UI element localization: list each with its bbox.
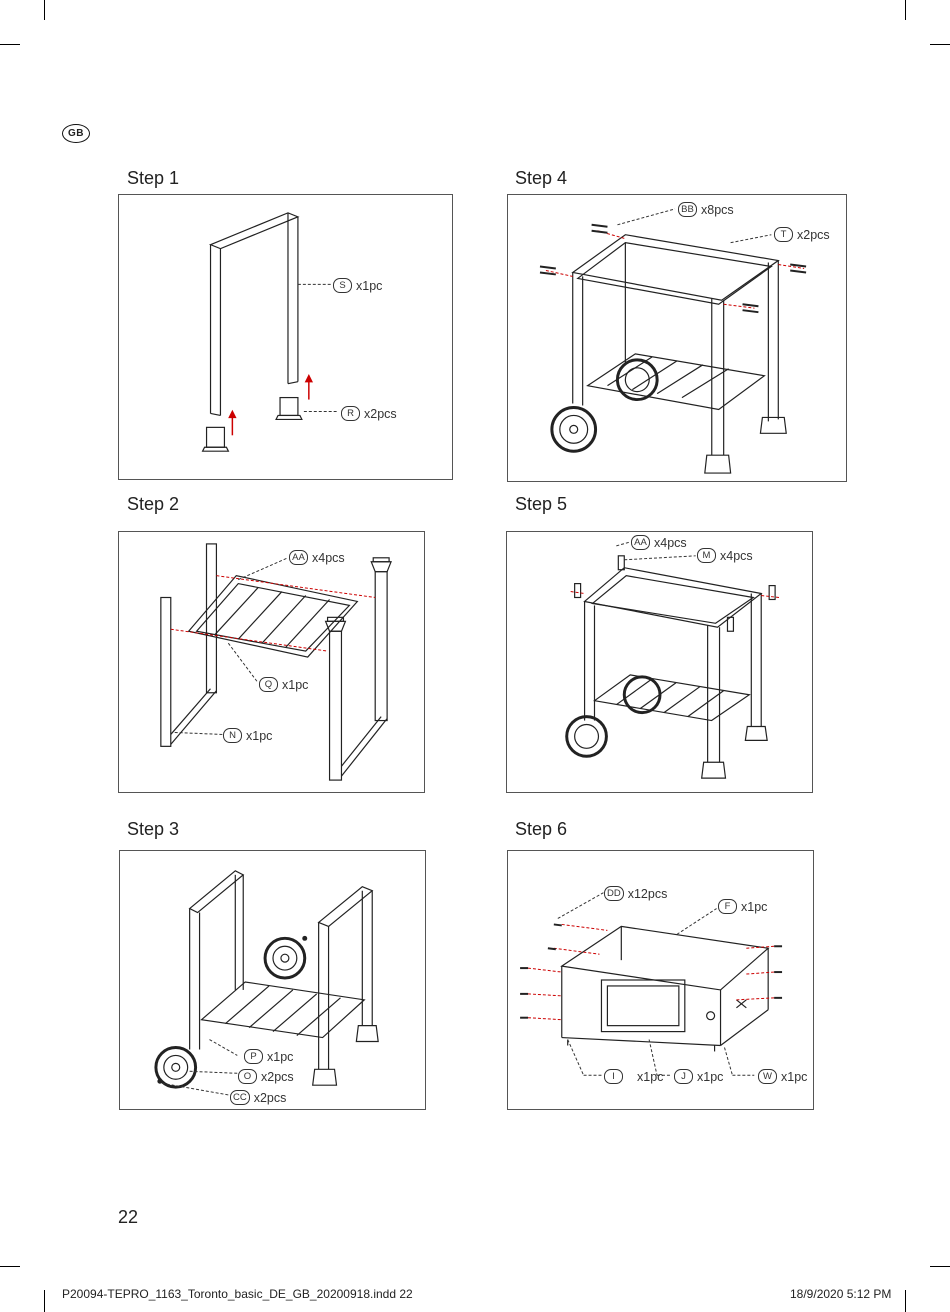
part-qty: x2pcs — [797, 227, 830, 242]
part-tag: F — [718, 899, 737, 914]
step-3-drawing — [154, 870, 379, 1096]
part-qty: x4pcs — [720, 548, 753, 563]
part-tag: S — [333, 278, 352, 293]
part-qty: x2pcs — [253, 1090, 287, 1105]
crop-mark — [0, 1266, 20, 1267]
step-4-illustration: BB x8pcs T x2pcs — [507, 194, 847, 482]
part-qty: x12pcs — [627, 886, 668, 901]
callout-f: F x1pc — [718, 899, 767, 914]
footer-file-name: P20094-TEPRO_1163_Toronto_basic_DE_GB_20… — [62, 1287, 413, 1301]
callout-o: O x2pcs — [238, 1069, 294, 1084]
step-3-title: Step 3 — [127, 819, 180, 839]
callout-p: P x1pc — [244, 1049, 293, 1064]
part-tag: AA — [631, 535, 650, 550]
callout-w: W x1pc — [758, 1069, 807, 1084]
part-qty: x2pcs — [364, 406, 397, 421]
crop-mark — [44, 0, 45, 20]
callout-aa: AA x4pcs — [631, 535, 687, 550]
callout-dd: DD x12pcs — [604, 886, 667, 901]
crop-mark — [930, 44, 950, 45]
callout-r: R x2pcs — [341, 406, 397, 421]
callout-aa: AA x4pcs — [289, 550, 345, 565]
step-5-illustration: AA x4pcs M x4pcs — [506, 531, 813, 793]
step-6-drawing — [520, 892, 783, 1076]
step-4-drawing — [539, 208, 807, 474]
callout-n: N x1pc — [223, 728, 272, 743]
part-tag: O — [238, 1069, 257, 1084]
step-5-title: Step 5 — [515, 494, 568, 514]
page-number: 22 — [118, 1207, 139, 1227]
step-2-illustration: AA x4pcs Q x1pc N x1pc — [118, 531, 425, 793]
crop-mark — [0, 44, 20, 45]
part-qty: x4pcs — [312, 550, 345, 565]
part-qty: x4pcs — [654, 535, 687, 550]
step-5-drawing — [565, 541, 780, 779]
part-tag: N — [223, 728, 242, 743]
step-4-title: Step 4 — [515, 168, 568, 188]
step-1-drawing — [201, 212, 338, 452]
callout-s: S x1pc — [333, 278, 382, 293]
part-tag: AA — [289, 550, 308, 565]
step-1-title: Step 1 — [127, 168, 180, 188]
part-qty: x1pc — [267, 1049, 294, 1064]
part-qty: x1pc — [637, 1069, 664, 1084]
crop-mark — [44, 1290, 45, 1312]
callout-q: Q x1pc — [259, 677, 308, 692]
part-tag: CC — [230, 1090, 250, 1105]
step-6-title: Step 6 — [515, 819, 568, 839]
part-qty: x1pc — [282, 677, 309, 692]
part-qty: x8pcs — [701, 202, 734, 217]
step-2-title: Step 2 — [127, 494, 180, 514]
part-tag: Q — [259, 677, 278, 692]
part-qty: x2pcs — [261, 1069, 294, 1084]
callout-i: I x1pc — [604, 1069, 663, 1084]
part-qty: x1pc — [741, 899, 768, 914]
step-6-illustration: DD x12pcs F x1pc I x1pc J x1pc W x1pc — [507, 850, 814, 1110]
part-tag: W — [758, 1069, 777, 1084]
part-tag: M — [697, 548, 716, 563]
step-2-drawing — [160, 543, 392, 781]
callout-j: J x1pc — [674, 1069, 723, 1084]
callout-t: T x2pcs — [774, 227, 830, 242]
part-qty: x1pc — [697, 1069, 724, 1084]
callout-m: M x4pcs — [697, 548, 753, 563]
crop-mark — [905, 0, 906, 20]
part-tag: J — [674, 1069, 693, 1084]
part-qty: x1pc — [246, 728, 273, 743]
callout-bb: BB x8pcs — [678, 202, 734, 217]
part-tag: I — [604, 1069, 623, 1084]
callout-cc: CC x2pcs — [230, 1090, 286, 1105]
part-qty: x1pc — [781, 1069, 808, 1084]
step-1-illustration: S x1pc R x2pcs — [118, 194, 453, 480]
part-tag: R — [341, 406, 360, 421]
part-tag: BB — [678, 202, 697, 217]
crop-mark — [930, 1266, 950, 1267]
language-badge: GB — [62, 124, 90, 143]
part-qty: x1pc — [356, 278, 383, 293]
part-tag: DD — [604, 886, 624, 901]
footer-timestamp: 18/9/2020 5:12 PM — [790, 1287, 892, 1301]
part-tag: T — [774, 227, 793, 242]
step-3-illustration: P x1pc O x2pcs CC x2pcs — [119, 850, 426, 1110]
part-tag: P — [244, 1049, 263, 1064]
crop-mark — [905, 1290, 906, 1312]
